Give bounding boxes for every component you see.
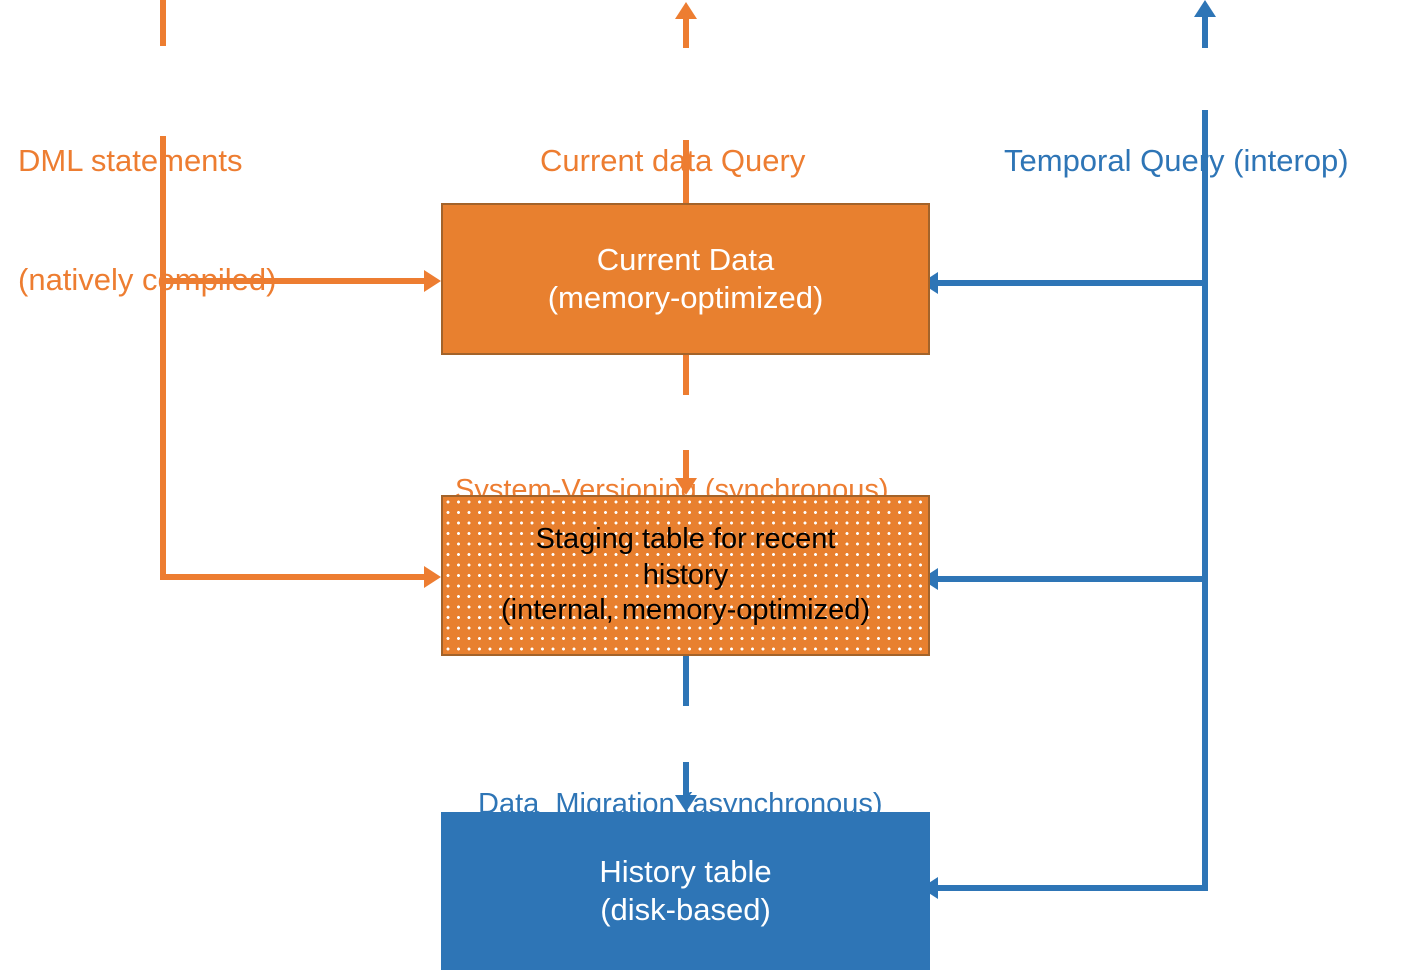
label-temporal-query: Temporal Query (interop) bbox=[1004, 62, 1349, 260]
box-history-table: History table (disk-based) bbox=[441, 812, 930, 970]
dml-to-current-data-line bbox=[160, 278, 432, 284]
label-temporal-query-line1: Temporal Query (interop) bbox=[1004, 143, 1349, 179]
box-staging-table-line3: (internal, memory-optimized) bbox=[500, 594, 871, 627]
box-current-data: Current Data (memory-optimized) bbox=[441, 203, 930, 355]
system-versioning-upper-line bbox=[683, 355, 689, 395]
current-data-query-arrowhead bbox=[675, 2, 697, 19]
label-current-data-query-line1: Current data Query bbox=[540, 143, 806, 179]
data-migration-upper-line bbox=[683, 656, 689, 706]
box-staging-table-line1: Staging table for recent bbox=[535, 523, 836, 556]
box-current-data-line1: Current Data bbox=[596, 242, 775, 278]
temporal-query-trunk-line bbox=[1202, 110, 1208, 891]
label-dml-statements: DML statements (natively compiled) bbox=[18, 62, 276, 379]
box-history-table-line2: (disk-based) bbox=[600, 892, 771, 927]
label-dml-statements-line1: DML statements bbox=[18, 143, 243, 179]
dml-source-stub bbox=[160, 0, 166, 46]
current-data-query-lower-line bbox=[683, 140, 689, 203]
box-staging-table: Staging table for recent history (intern… bbox=[441, 495, 930, 656]
box-staging-table-line2: history bbox=[642, 558, 729, 591]
data-migration-lower-line bbox=[683, 762, 689, 795]
current-data-query-upper-line bbox=[683, 18, 689, 48]
dml-to-staging-line bbox=[160, 574, 432, 580]
dml-to-current-data-arrowhead bbox=[424, 270, 441, 292]
system-versioning-arrowhead bbox=[675, 478, 697, 495]
temporal-query-source-stub bbox=[1202, 16, 1208, 48]
system-versioning-lower-line bbox=[683, 450, 689, 478]
box-history-table-line1: History table bbox=[599, 854, 772, 890]
dml-trunk-line bbox=[160, 136, 166, 580]
dml-to-staging-arrowhead bbox=[424, 566, 441, 588]
temporal-to-history-line bbox=[938, 885, 1208, 891]
temporal-to-staging-line bbox=[938, 576, 1208, 582]
temporal-query-arrowhead bbox=[1194, 0, 1216, 17]
label-dml-statements-line2: (natively compiled) bbox=[18, 262, 277, 298]
box-current-data-line2: (memory-optimized) bbox=[547, 280, 824, 315]
temporal-to-current-data-line bbox=[938, 280, 1208, 286]
data-migration-arrowhead bbox=[675, 795, 697, 812]
